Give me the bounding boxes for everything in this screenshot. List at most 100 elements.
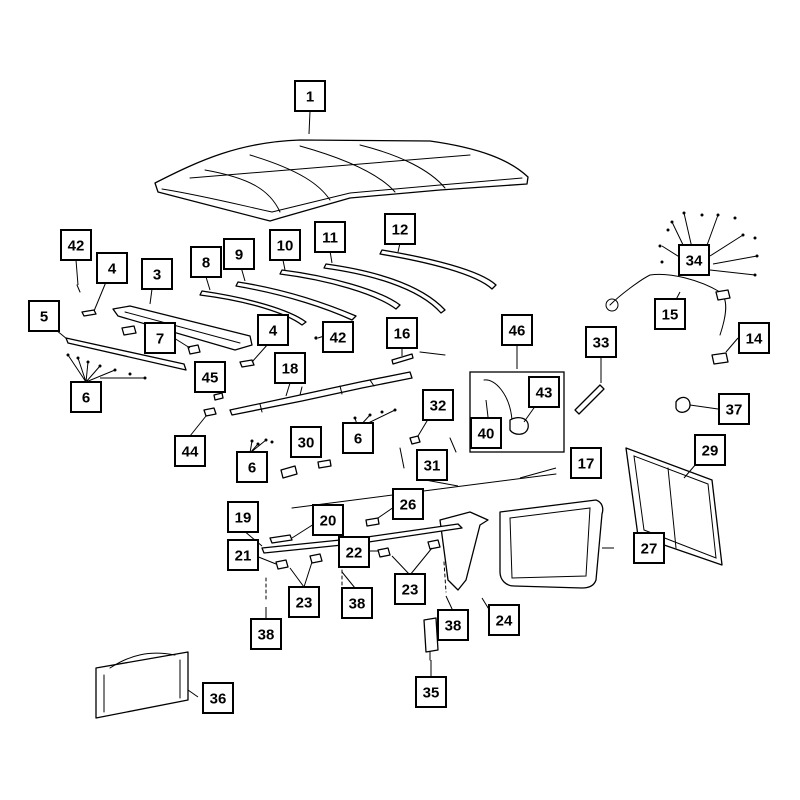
callout-number: 33 <box>593 335 610 352</box>
bracket-7 <box>121 325 201 355</box>
clip-42-upper <box>76 284 81 293</box>
clip-4-mid <box>239 359 255 368</box>
callout-29: 29 <box>694 434 726 466</box>
callout-38: 38 <box>437 609 469 641</box>
bracket-14 <box>711 352 729 365</box>
callout-6: 6 <box>236 451 268 483</box>
side-window-27 <box>499 499 604 589</box>
callout-number: 4 <box>108 261 117 278</box>
front-header-trim <box>112 305 253 351</box>
trim-strip-31-17 <box>291 473 557 509</box>
callout-number: 34 <box>686 253 703 270</box>
latch-37 <box>675 396 691 413</box>
callout-number: 38 <box>349 596 366 613</box>
callout-1: 1 <box>294 80 326 112</box>
screws-6-lower <box>250 408 397 446</box>
callout-43: 43 <box>528 376 560 408</box>
callout-number: 45 <box>202 370 219 387</box>
clips-23 <box>275 539 441 570</box>
callout-number: 40 <box>478 426 495 443</box>
callout-21: 21 <box>227 539 259 571</box>
rod-33 <box>574 384 605 415</box>
rail-12 <box>379 249 497 290</box>
callout-32: 32 <box>422 389 454 421</box>
callout-number: 35 <box>423 685 440 702</box>
callout-10: 10 <box>269 229 301 261</box>
pillar-24 <box>439 511 489 591</box>
callout-22: 22 <box>338 536 370 568</box>
callout-6: 6 <box>70 381 102 413</box>
callout-23: 23 <box>288 586 320 618</box>
callout-number: 26 <box>400 497 417 514</box>
callout-20: 20 <box>312 504 344 536</box>
rod-5 <box>65 337 187 371</box>
callout-17: 17 <box>570 447 602 479</box>
part-45 <box>213 392 224 401</box>
callout-36: 36 <box>202 682 234 714</box>
part-44 <box>203 407 217 417</box>
callout-12: 12 <box>384 213 416 245</box>
leader-lines <box>55 110 758 698</box>
panel-36 <box>95 651 189 719</box>
callout-number: 37 <box>726 402 743 419</box>
callout-42: 42 <box>60 229 92 261</box>
callout-number: 38 <box>445 618 462 635</box>
bracket-30 <box>280 459 332 479</box>
callout-38: 38 <box>250 618 282 650</box>
callout-number: 8 <box>202 255 210 272</box>
callout-9: 9 <box>223 238 255 270</box>
callout-number: 32 <box>430 398 447 415</box>
callout-6: 6 <box>342 422 374 454</box>
callout-number: 23 <box>402 582 419 599</box>
callout-number: 24 <box>496 613 513 630</box>
callout-number: 11 <box>322 230 338 247</box>
callout-4: 4 <box>96 252 128 284</box>
callout-number: 42 <box>330 330 347 347</box>
callout-31: 31 <box>416 449 448 481</box>
callout-46: 46 <box>501 314 533 346</box>
callout-number: 18 <box>282 361 299 378</box>
callout-37: 37 <box>718 393 750 425</box>
callout-number: 6 <box>248 460 256 477</box>
callout-5: 5 <box>28 300 60 332</box>
callout-number: 7 <box>156 331 164 348</box>
callout-45: 45 <box>194 361 226 393</box>
callout-number: 31 <box>424 458 441 475</box>
hardtop-roof <box>154 139 529 222</box>
callout-16: 16 <box>386 317 418 349</box>
callout-number: 14 <box>746 331 763 348</box>
rail-9 <box>235 281 357 321</box>
rail-10 <box>279 269 401 310</box>
callout-number: 23 <box>296 595 313 612</box>
rail-8 <box>199 290 307 326</box>
callout-11: 11 <box>314 221 346 253</box>
callout-8: 8 <box>190 246 222 278</box>
callout-number: 12 <box>392 222 409 239</box>
callout-23: 23 <box>394 573 426 605</box>
callout-38: 38 <box>341 587 373 619</box>
callout-35: 35 <box>415 676 447 708</box>
clip-4-left <box>81 309 97 317</box>
callout-number: 30 <box>298 435 315 452</box>
callout-3: 3 <box>141 258 173 290</box>
callout-7: 7 <box>144 322 176 354</box>
callout-19: 19 <box>227 501 259 533</box>
callout-number: 16 <box>394 326 411 343</box>
cable-15 <box>605 273 731 336</box>
callout-number: 19 <box>235 510 252 527</box>
callout-18: 18 <box>274 352 306 384</box>
callout-number: 15 <box>662 307 679 324</box>
callout-number: 20 <box>320 513 337 530</box>
callout-number: 4 <box>269 323 278 340</box>
callout-40: 40 <box>470 417 502 449</box>
callout-number: 1 <box>306 89 314 106</box>
kit-46 <box>469 371 565 453</box>
callout-number: 43 <box>536 385 553 402</box>
screws-32 <box>399 435 457 469</box>
callout-27: 27 <box>633 532 665 564</box>
sensor-35 <box>423 617 439 661</box>
callout-number: 6 <box>354 431 362 448</box>
callout-number: 22 <box>346 545 363 562</box>
